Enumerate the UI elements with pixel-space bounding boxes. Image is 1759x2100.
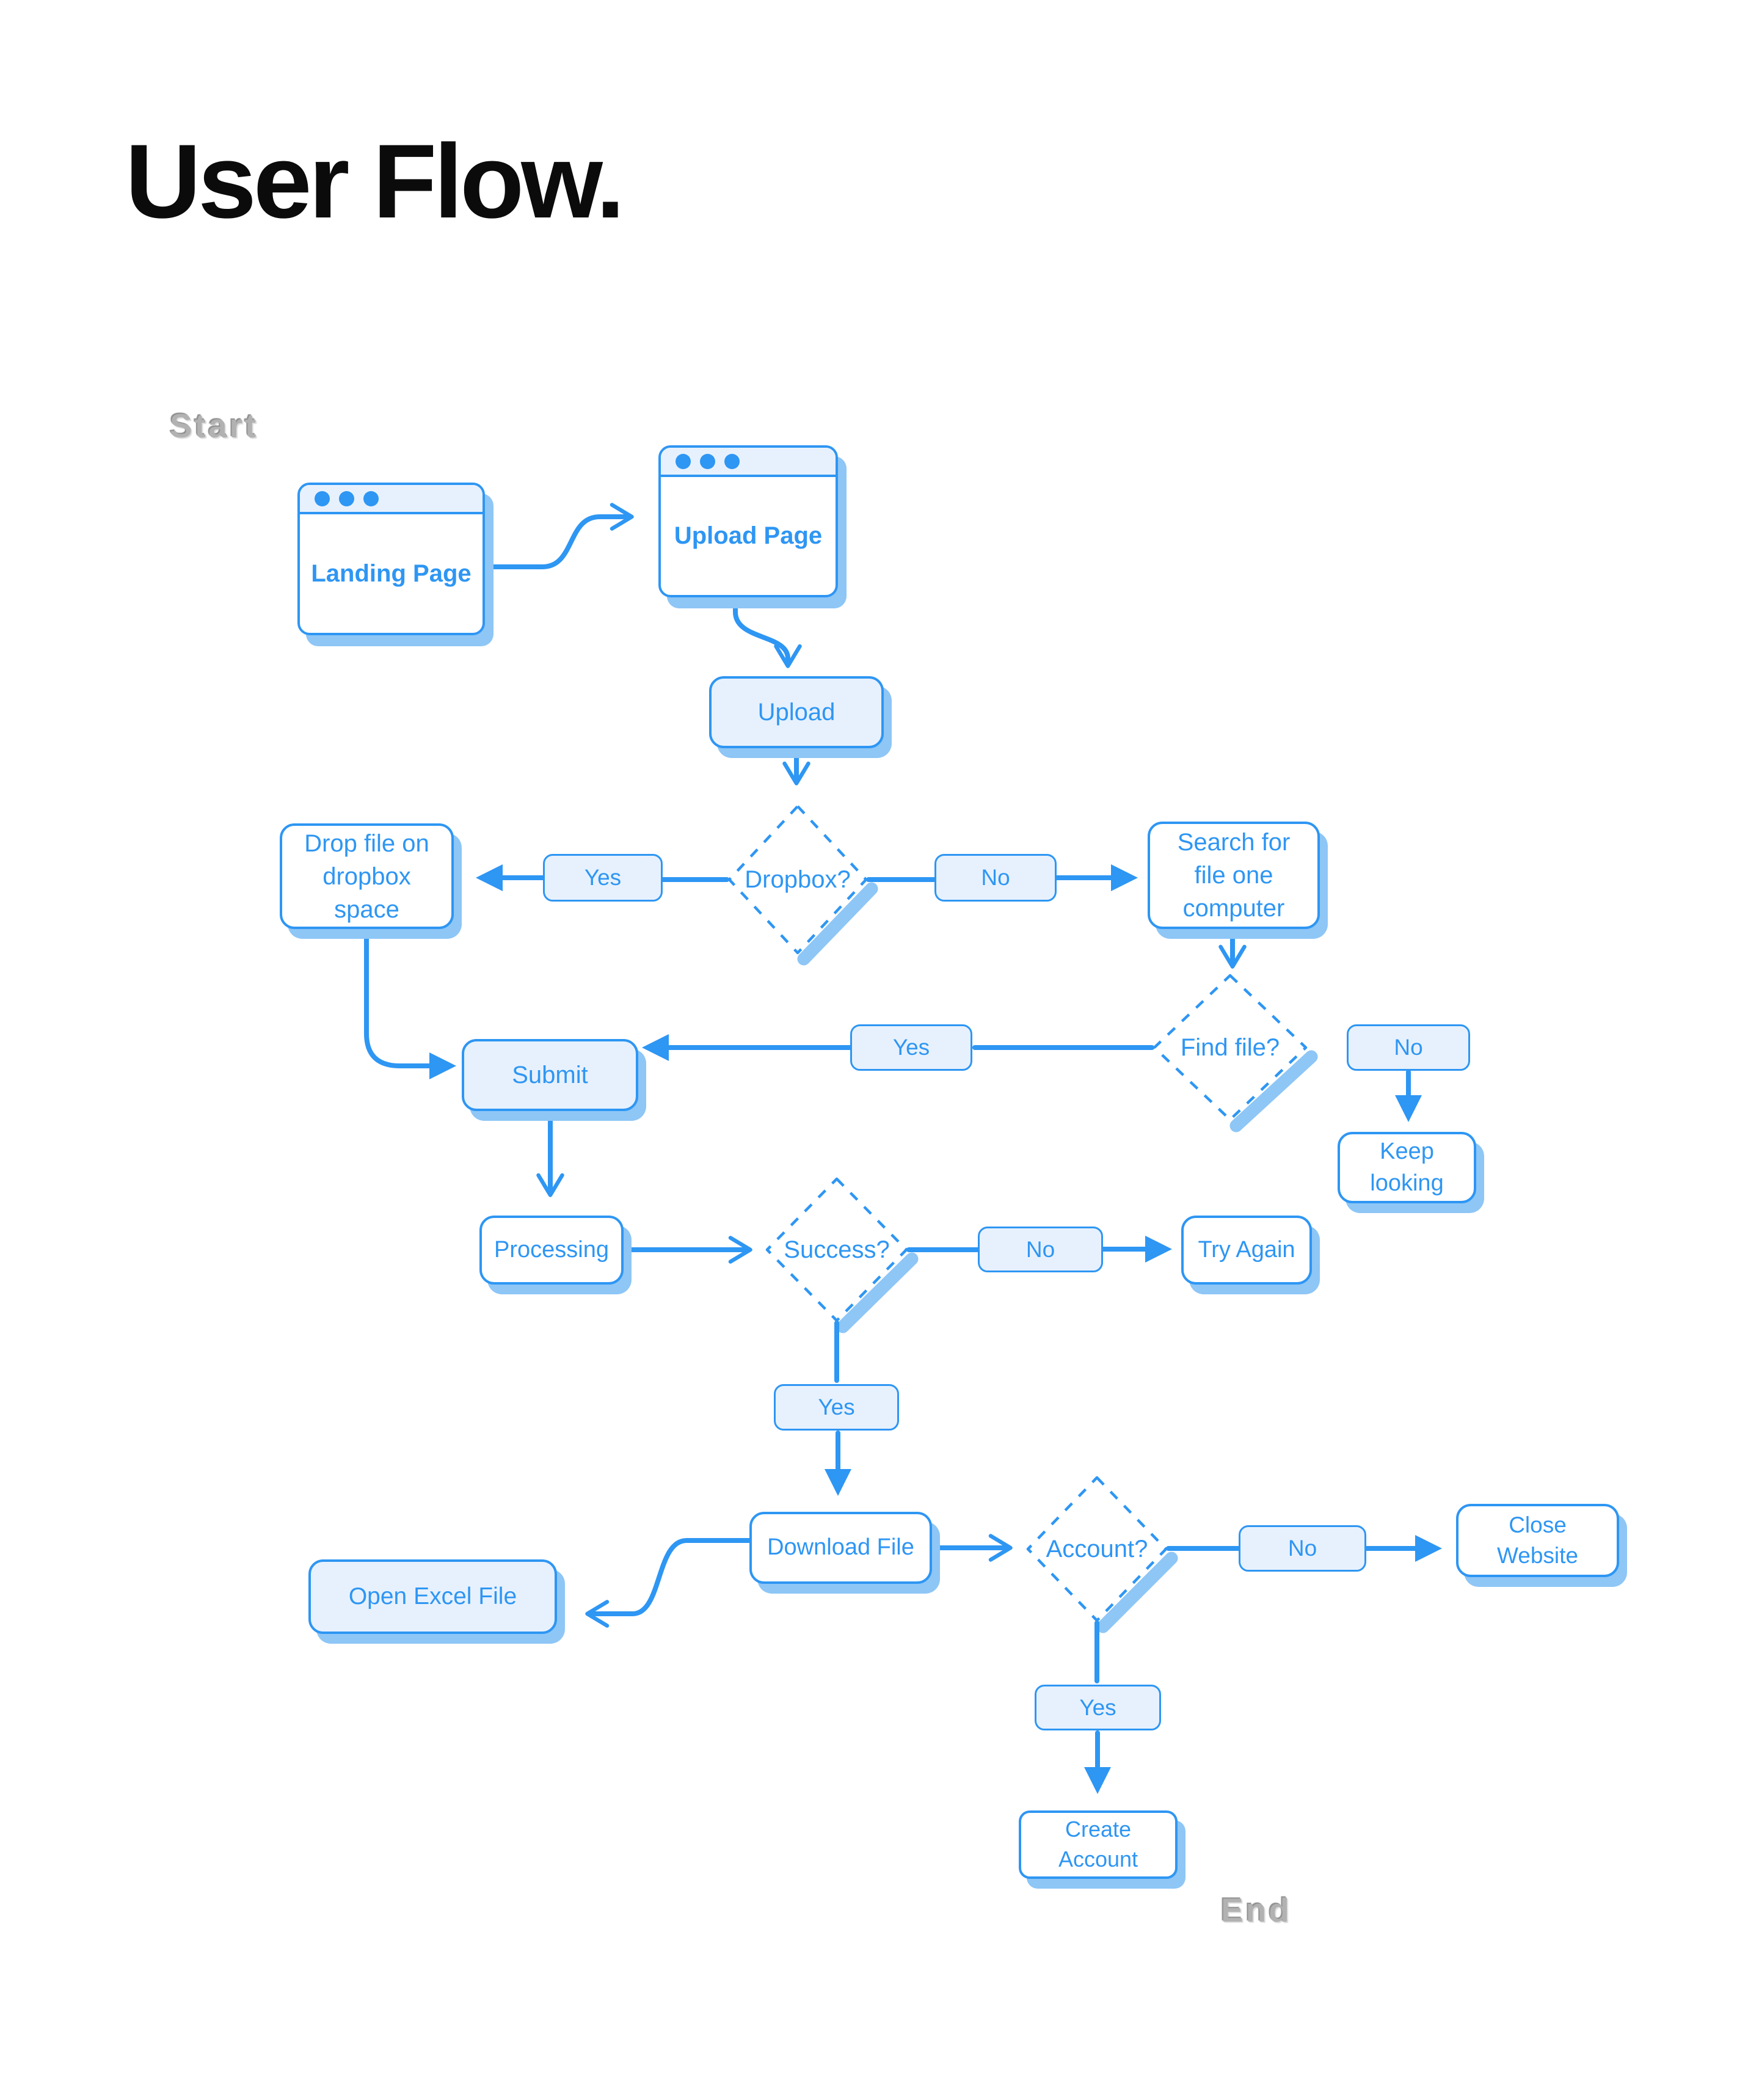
branch-no-success-label: No (1025, 1236, 1055, 1262)
node-close-website: Close Website (1456, 1504, 1619, 1577)
start-label: Start (170, 407, 259, 445)
branch-yes-dropbox: Yes (543, 854, 663, 902)
branch-yes-success-label: Yes (818, 1395, 855, 1420)
node-try-again: Try Again (1181, 1216, 1312, 1285)
node-landing-page-window: Landing Page (297, 483, 485, 635)
find-file-diamond-shape (1153, 974, 1308, 1121)
node-download-file: Download File (749, 1512, 932, 1584)
node-try-again-label: Try Again (1198, 1236, 1295, 1263)
node-drop-file-label: Drop file on dropbox space (304, 829, 429, 923)
branch-yes-find-file: Yes (850, 1024, 972, 1071)
connector-download-to-open-excel (585, 1538, 752, 1628)
window-dot-icon (363, 490, 379, 506)
dropbox-diamond-shadow (797, 882, 878, 966)
account-diamond-shadow (1096, 1551, 1178, 1633)
branch-no-dropbox: No (934, 854, 1057, 902)
node-submit: Submit (462, 1039, 638, 1111)
branch-yes-dropbox-label: Yes (584, 865, 622, 890)
branch-no-dropbox-label: No (981, 865, 1010, 890)
node-close-website-label: Close Website (1497, 1512, 1578, 1568)
end-label: End (1221, 1891, 1292, 1929)
branch-yes-account: Yes (1035, 1685, 1161, 1730)
node-account-label: Account? (1046, 1535, 1148, 1562)
node-create-account: Create Account (1019, 1810, 1178, 1879)
connectors (364, 503, 1442, 1794)
connector-upload-page-to-upload (733, 595, 802, 668)
branch-no-account-label: No (1287, 1536, 1317, 1561)
node-success-label: Success? (784, 1236, 890, 1263)
window-titlebar (661, 448, 836, 477)
branch-no-success: No (978, 1227, 1103, 1272)
node-open-excel: Open Excel File (308, 1559, 557, 1634)
connector-landing-to-upload-page (483, 503, 634, 569)
connector-drop-file-to-submit (364, 928, 456, 1079)
node-drop-file: Drop file on dropbox space (280, 823, 454, 929)
node-create-account-label: Create Account (1058, 1817, 1138, 1872)
branch-no-find-file: No (1347, 1024, 1470, 1071)
branch-yes-success: Yes (774, 1384, 899, 1431)
window-dot-icon (676, 453, 691, 469)
dropbox-diamond-shape (727, 804, 868, 955)
window-dot-icon (339, 490, 354, 506)
branch-yes-find-file-label: Yes (892, 1035, 930, 1060)
node-upload: Upload (709, 676, 884, 748)
branch-yes-account-label: Yes (1079, 1694, 1116, 1720)
node-landing-page-label: Landing Page (311, 560, 472, 587)
node-search-file: Search for file one computer (1148, 822, 1320, 929)
node-keep-looking: Keep looking (1338, 1132, 1476, 1203)
node-find-file-label: Find file? (1180, 1034, 1280, 1061)
decision-diamonds (727, 804, 1308, 1622)
node-submit-label: Submit (512, 1062, 588, 1088)
node-processing: Processing (479, 1216, 624, 1285)
find-file-diamond-shadow (1229, 1050, 1318, 1132)
page-title: User Flow. (125, 123, 625, 240)
diamond-shadows (797, 882, 1318, 1633)
node-search-file-label: Search for file one computer (1177, 829, 1291, 922)
node-upload-page-label: Upload Page (674, 522, 823, 549)
success-diamond-shadow (836, 1252, 919, 1333)
window-dot-icon (700, 453, 715, 469)
window-dot-icon (724, 453, 740, 469)
node-keep-looking-label: Keep looking (1370, 1139, 1444, 1196)
node-download-file-label: Download File (767, 1534, 914, 1561)
branch-no-find-file-label: No (1394, 1035, 1423, 1060)
node-upload-label: Upload (757, 699, 836, 726)
branch-no-account: No (1239, 1525, 1366, 1572)
window-dot-icon (315, 490, 330, 506)
node-upload-page-window: Upload Page (658, 445, 838, 597)
window-titlebar (300, 485, 483, 514)
node-open-excel-label: Open Excel File (348, 1583, 517, 1610)
node-dropbox-label: Dropbox? (745, 866, 851, 893)
node-processing-label: Processing (494, 1236, 609, 1263)
